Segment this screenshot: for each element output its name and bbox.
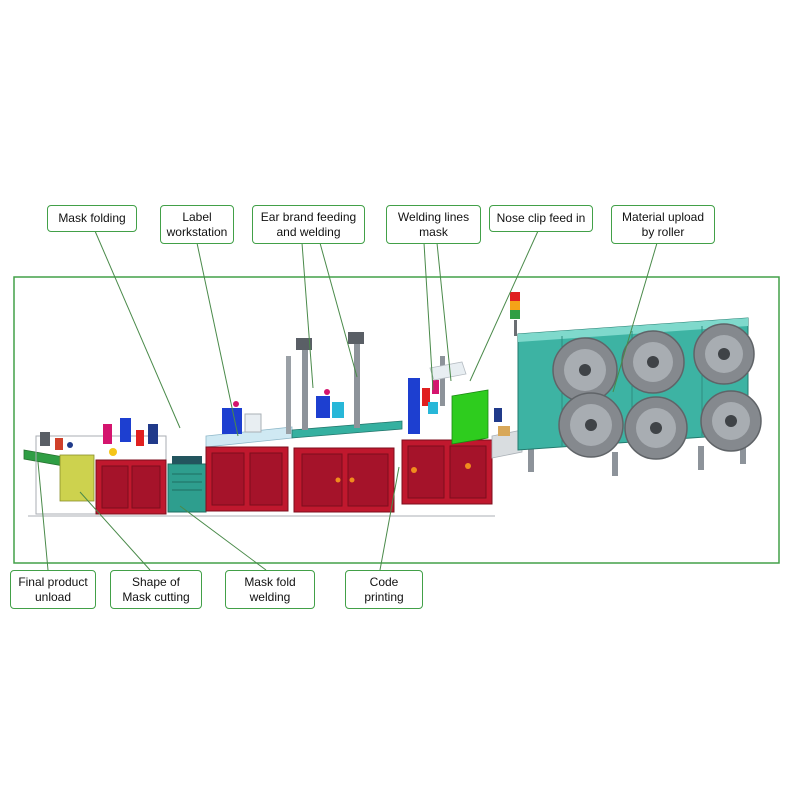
- stack-light: [510, 292, 520, 336]
- diagram-border: [13, 276, 780, 564]
- callout-material-upload: Material upload by roller: [611, 205, 715, 244]
- roller-unit: [510, 292, 762, 476]
- callout-mask-fold-welding: Mask fold welding: [225, 570, 315, 609]
- chiller-unit: [167, 456, 207, 513]
- roller: [624, 396, 688, 460]
- leader-lines: [37, 230, 658, 571]
- center-station: [291, 332, 403, 513]
- callout-mask-folding: Mask folding: [47, 205, 137, 232]
- transfer-table: [491, 408, 523, 459]
- roller: [693, 323, 755, 385]
- folding-station: [205, 356, 293, 512]
- callout-shape-of-mask-cutting: Shape of Mask cutting: [110, 570, 202, 609]
- roller: [700, 390, 762, 452]
- printing-station: [401, 356, 493, 505]
- cutting-modules: [59, 418, 158, 502]
- callout-welding-lines-mask: Welding lines mask: [386, 205, 481, 244]
- callout-code-printing: Code printing: [345, 570, 423, 609]
- roller: [552, 337, 618, 403]
- callout-final-product-unload: Final product unload: [10, 570, 96, 609]
- callout-nose-clip-feed-in: Nose clip feed in: [489, 205, 593, 232]
- callout-label-workstation: Label workstation: [160, 205, 234, 244]
- left-cabinet: [95, 459, 167, 515]
- roller: [558, 392, 624, 458]
- roller: [621, 330, 685, 394]
- callout-ear-brand-feeding: Ear brand feeding and welding: [252, 205, 365, 244]
